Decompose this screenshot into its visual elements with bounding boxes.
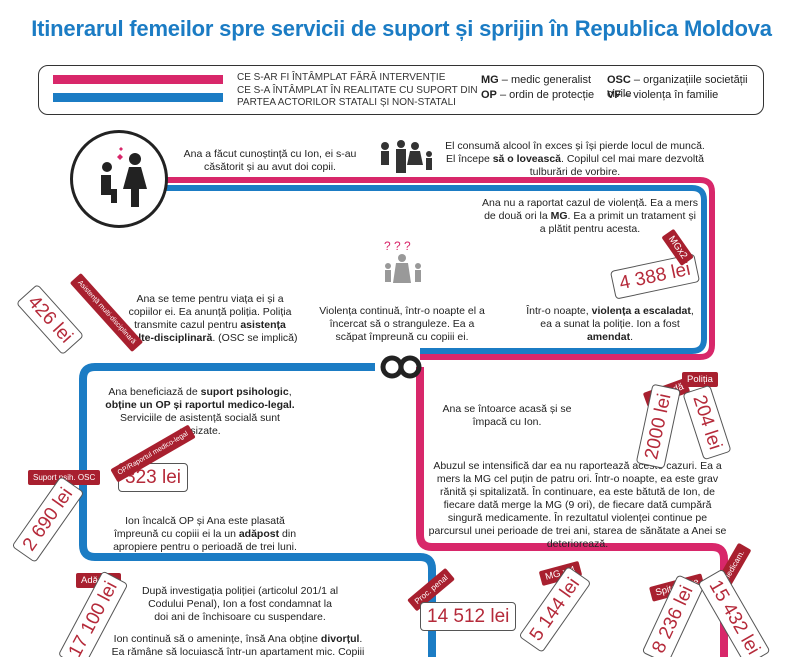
abbr-osc: OSC – organizațiile societății civile bbox=[607, 74, 748, 100]
legend-pink-label: CE S-AR FI ÎNTÂMPLAT FĂRĂ INTERVENȚIE bbox=[237, 72, 446, 83]
page-title: Itinerarul femeilor spre servicii de sup… bbox=[31, 16, 772, 41]
step-reconcile: Ana se întoarce acasă și se împacă cu Io… bbox=[442, 403, 572, 428]
step-psych-support: Ana beneficiază de suport psihologic, ob… bbox=[105, 386, 295, 437]
knot-icon bbox=[380, 355, 422, 379]
label-police: Poliția bbox=[682, 372, 718, 387]
step-shelter: Ion încalcă OP și Ana este plasată împre… bbox=[113, 515, 297, 553]
step-strangle: Violența continuă, într-o noapte el a în… bbox=[319, 305, 485, 343]
couple-icon bbox=[70, 130, 168, 228]
step-police: Ana se teme pentru viața ei și a copiilo… bbox=[122, 293, 298, 344]
family-icon bbox=[381, 140, 432, 173]
abbr-op: OP – ordin de protecție bbox=[481, 89, 595, 101]
legend: CE S-AR FI ÎNTÂMPLAT FĂRĂ INTERVENȚIE CE… bbox=[38, 65, 764, 115]
legend-blue-line bbox=[53, 93, 223, 102]
abbr-mg: MG – medic generalist bbox=[481, 74, 592, 86]
tag-14512: 14 512 lei bbox=[420, 602, 517, 631]
step-alcohol: El consumă alcool în exces și își pierde… bbox=[445, 140, 705, 178]
legend-blue-label-2: PARTEA ACTORILOR STATALI ȘI NON-STATALI bbox=[237, 97, 456, 108]
step-conviction: După investigația poliției (articolul 20… bbox=[141, 585, 339, 623]
step-mg-visit: Ana nu a raportat cazul de violență. Ea … bbox=[482, 197, 698, 235]
step-meeting: Ana a făcut cunoștință cu Ion, ei s-au c… bbox=[183, 148, 357, 173]
step-abuse-intensifies: Abuzul se intensifică dar ea nu raportea… bbox=[428, 460, 727, 550]
legend-blue-label-1: CE S-A ÎNTÂMPLAT ÎN REALITATE CU SUPORT … bbox=[237, 85, 478, 96]
step-escalation: Într-o noapte, violența a escaladat, ea … bbox=[526, 305, 694, 343]
legend-pink-line bbox=[53, 75, 223, 84]
svg-text:? ? ?: ? ? ? bbox=[384, 239, 411, 253]
abbr-vf: VF – violența în familie bbox=[607, 89, 719, 101]
question-family-icon: ? ? ? bbox=[384, 239, 421, 283]
step-divorce: Ion continuă să o amenințe, însă Ana obț… bbox=[111, 633, 365, 657]
